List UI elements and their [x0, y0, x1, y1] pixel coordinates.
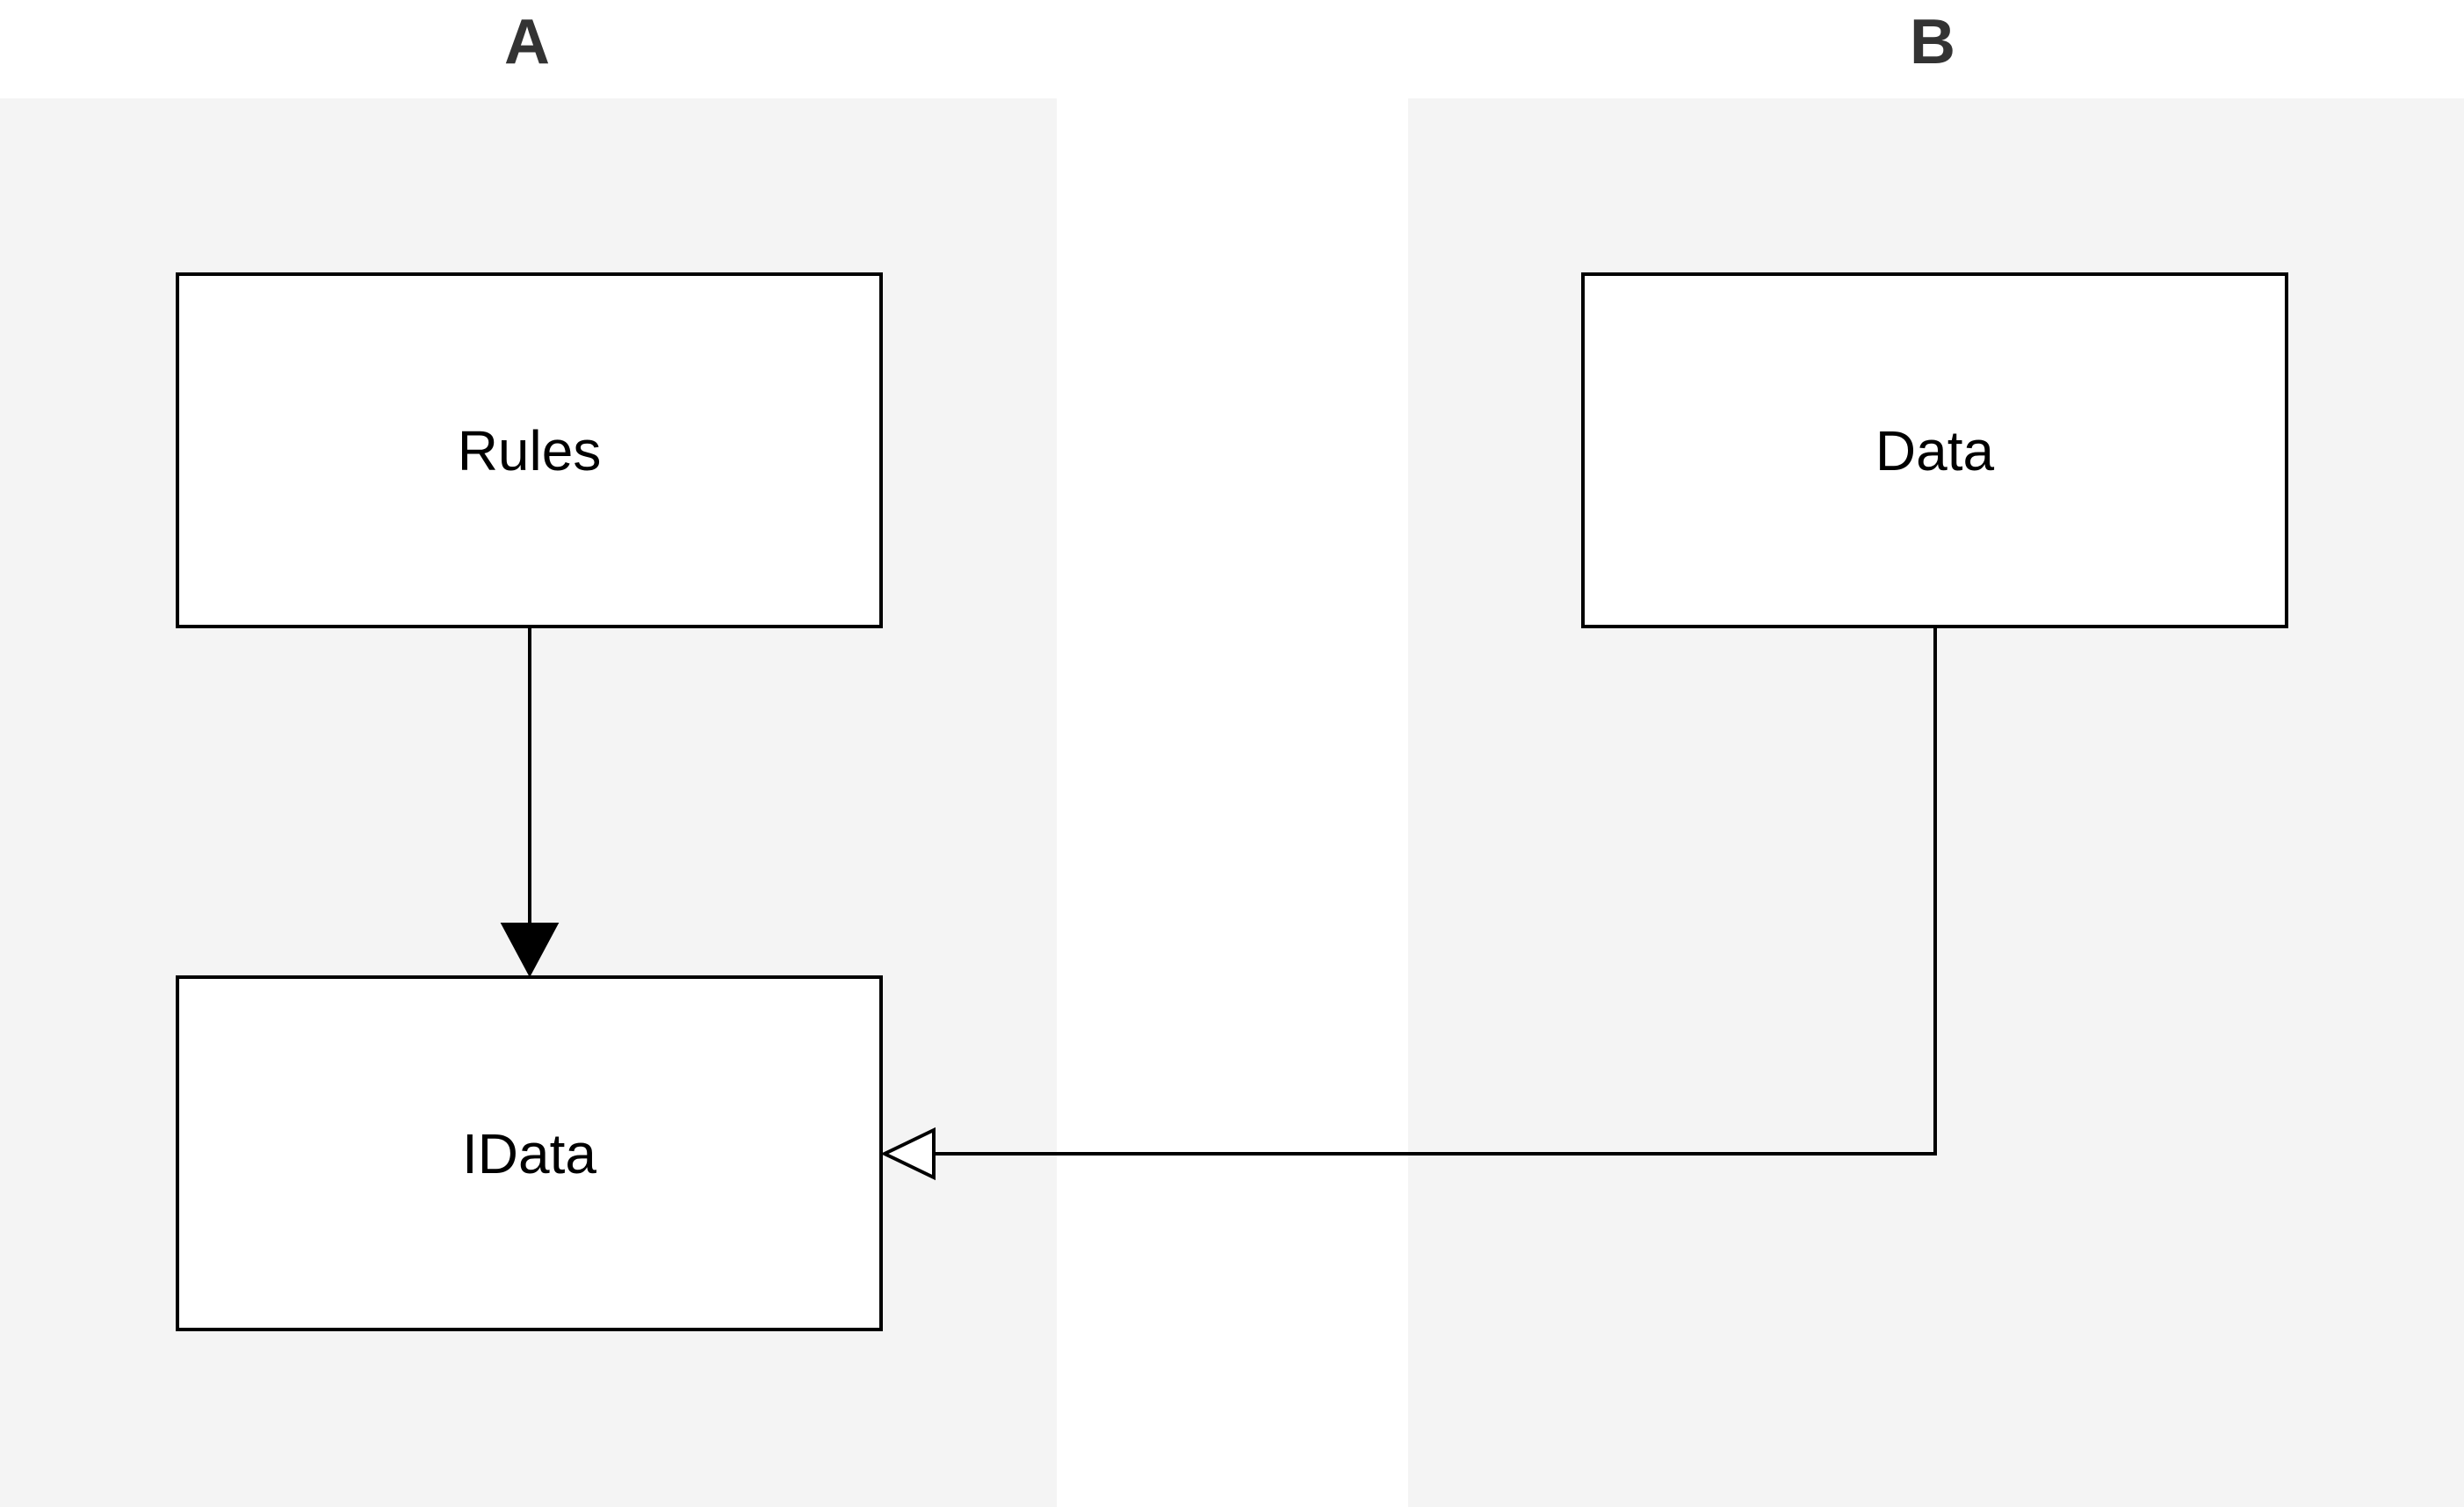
package-b-title: B — [1910, 7, 1955, 77]
data-box[interactable]: Data — [1581, 272, 2288, 628]
data-label: Data — [1875, 418, 1995, 482]
rules-label: Rules — [457, 418, 602, 482]
package-a-title: A — [504, 7, 550, 77]
idata-label: IData — [462, 1121, 596, 1185]
rules-box[interactable]: Rules — [176, 272, 883, 628]
idata-box[interactable]: IData — [176, 975, 883, 1331]
